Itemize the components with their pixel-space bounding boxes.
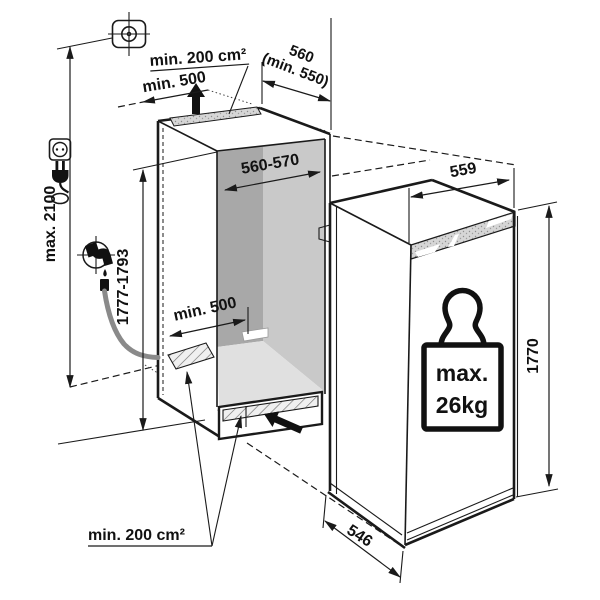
niche-side-wall (217, 147, 263, 347)
utility-icons (48, 12, 161, 360)
weight-icon: max. 26kg (421, 287, 504, 432)
power-socket-icon (48, 138, 72, 161)
niche-floor (217, 341, 325, 407)
dim-niche-height: 1777-1793 (57, 151, 218, 445)
top-vent-strip (169, 106, 262, 127)
bottom-vent-strip (222, 395, 319, 422)
dim-top-clearance: min. 500 (117, 69, 253, 108)
screw-fixing-icon (56, 12, 150, 56)
dim-wall-height: max. 2100 (42, 45, 74, 389)
weight-label-line1: max. (436, 360, 488, 386)
floor-vent-strip (167, 342, 215, 370)
airflow-arrow-top-icon (187, 83, 205, 114)
niche-back-wall (263, 140, 325, 392)
airflow-arrow-bottom-icon (264, 411, 303, 434)
water-tap-icon (77, 236, 115, 291)
label-bottom-vent: min. 200 cm² (88, 370, 243, 547)
niche-height-label: 1777-1793 (115, 249, 132, 326)
appliance-side-face (328, 203, 411, 545)
top-vent-label: min. 200 cm² (149, 46, 247, 70)
dim-appliance-width: 559 (408, 160, 515, 243)
appliance-height-label: 1770 (525, 338, 542, 374)
cabinet-niche (156, 83, 331, 441)
appliance: max. 26kg (327, 178, 519, 550)
appliance-width-label: 559 (449, 160, 478, 181)
dim-appliance-height: 1770 (515, 201, 559, 498)
weight-label-line2: 26kg (436, 392, 488, 418)
bottom-vent-label: min. 200 cm² (88, 527, 185, 544)
wall-height-label: max. 2100 (42, 186, 59, 263)
appliance-depth-label: 546 (344, 522, 376, 551)
cabinet-side-panel (158, 121, 219, 439)
label-top-vent: min. 200 cm² (149, 46, 250, 115)
